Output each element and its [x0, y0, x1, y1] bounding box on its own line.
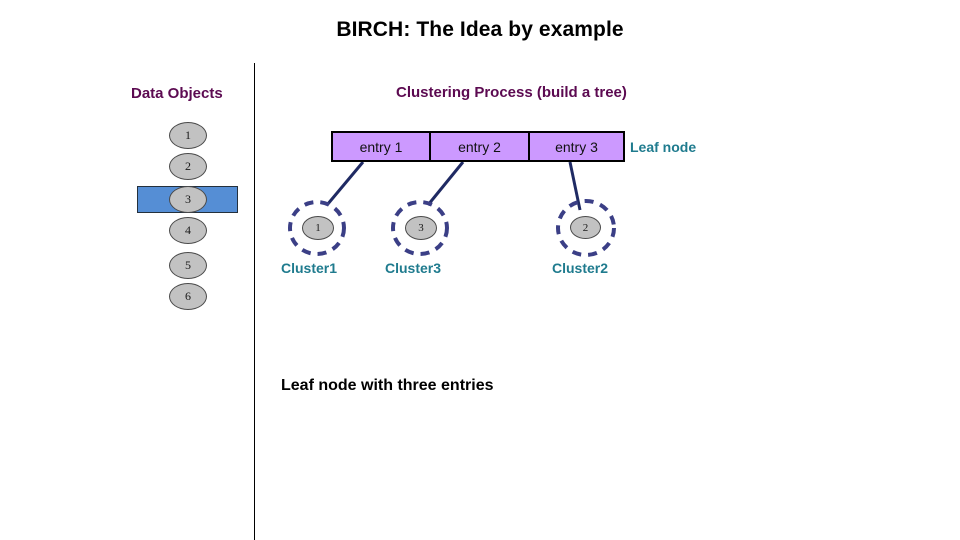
data-objects-heading: Data Objects — [131, 85, 223, 102]
bottom-caption: Leaf node with three entries — [281, 377, 494, 394]
cluster3-member-ellipse[interactable]: 3 — [405, 216, 437, 240]
data-object-2[interactable]: 2 — [169, 153, 207, 180]
cluster1-member-ellipse[interactable]: 1 — [302, 216, 334, 240]
data-object-6[interactable]: 6 — [169, 283, 207, 310]
panel-divider — [254, 63, 255, 540]
page-title: BIRCH: The Idea by example — [336, 18, 624, 41]
data-object-1[interactable]: 1 — [169, 122, 207, 149]
data-object-4[interactable]: 4 — [169, 217, 207, 244]
data-object-5[interactable]: 5 — [169, 252, 207, 279]
cluster3-caption: Cluster3 — [385, 260, 442, 276]
leaf-entry-2[interactable]: entry 2 — [429, 131, 530, 162]
connector-entry2-cluster3 — [426, 161, 465, 206]
connector-entry1-cluster1 — [325, 161, 365, 206]
cluster2-caption: Cluster2 — [552, 260, 609, 276]
leaf-entry-1[interactable]: entry 1 — [331, 131, 431, 162]
leaf-node-label: Leaf node — [630, 139, 697, 155]
cluster1-caption: Cluster1 — [281, 260, 338, 276]
leaf-entry-3[interactable]: entry 3 — [528, 131, 625, 162]
cluster2-member-ellipse[interactable]: 2 — [570, 216, 601, 239]
data-object-3[interactable]: 3 — [169, 186, 207, 213]
clustering-process-heading: Clustering Process (build a tree) — [396, 84, 627, 101]
connector-entry3-cluster2 — [568, 161, 582, 211]
